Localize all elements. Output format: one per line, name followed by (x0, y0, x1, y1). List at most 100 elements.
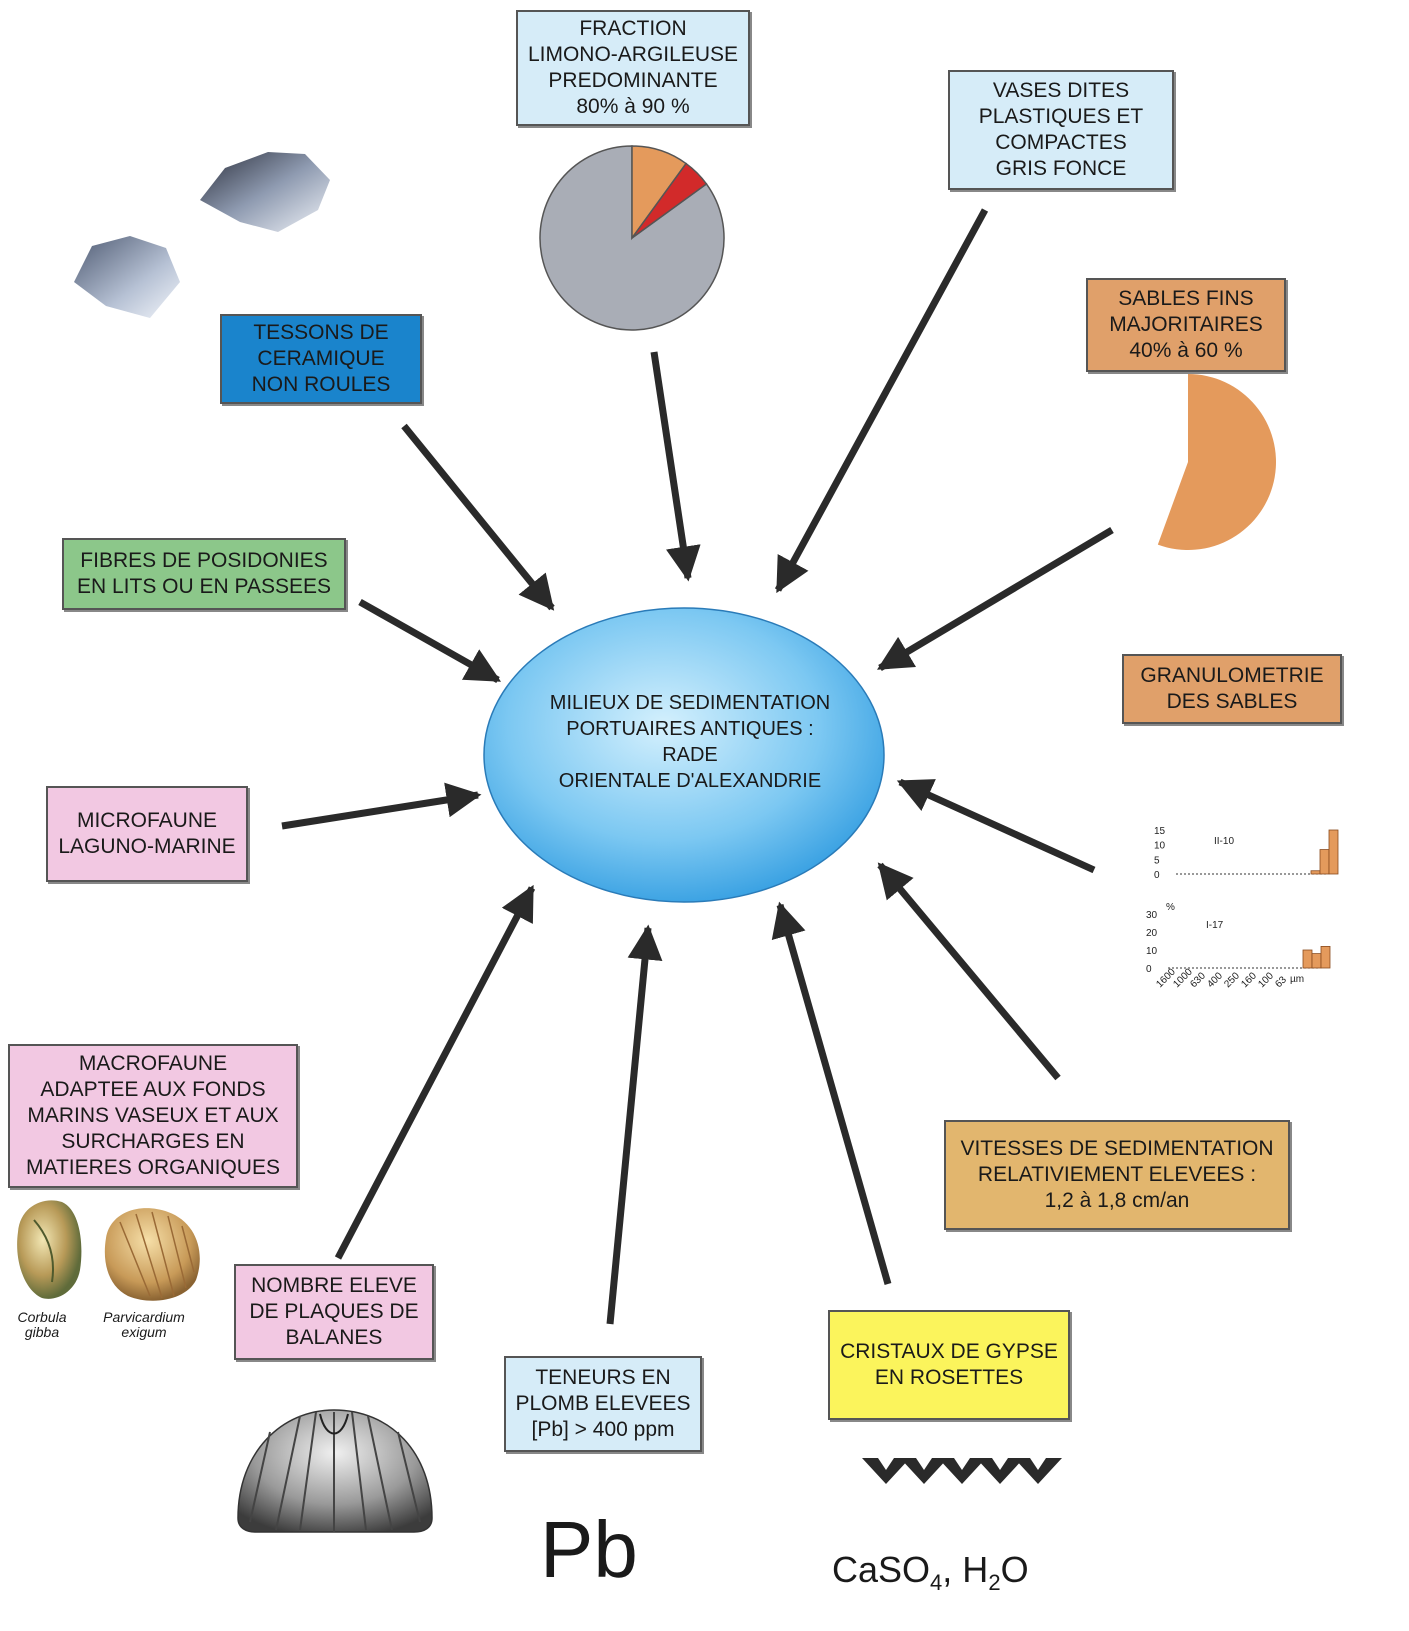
arrow-from-vases (774, 208, 989, 594)
fine-fraction-pie-chart (539, 145, 725, 331)
pie-slice (1157, 374, 1276, 550)
vases-box: VASES DITES PLASTIQUES ET COMPACTES GRIS… (948, 70, 1174, 190)
formula-subscript: 4 (930, 1570, 943, 1596)
series-label: II-10 (1214, 836, 1234, 847)
box-line: 80% à 90 % (576, 95, 690, 118)
arrow-from-gypse (771, 901, 892, 1285)
box-line: PLOMB ELEVEES (515, 1392, 691, 1415)
arrow-from-sables (876, 526, 1114, 672)
box-line: VITESSES DE SEDIMENTATION (960, 1137, 1274, 1160)
box-line: PREDOMINANTE (548, 69, 718, 92)
box-line: MARINS VASEUX ET AUX (27, 1104, 279, 1127)
sables-box: SABLES FINS MAJORITAIRES 40% à 60 % (1086, 278, 1286, 372)
box-line: LAGUNO-MARINE (58, 835, 236, 858)
histogram-bar (1319, 849, 1330, 875)
y-tick-label: 0 (1154, 870, 1160, 881)
box-line: COMPACTES (995, 131, 1127, 154)
formula-part: CaSO (832, 1549, 931, 1590)
box-line: ADAPTEE AUX FONDS (40, 1078, 266, 1101)
parvicardium-shell-illustration (104, 1208, 200, 1301)
box-line: TENEURS EN (535, 1366, 671, 1389)
box-line: MACROFAUNE (78, 1052, 228, 1075)
fine-sand-pie-chart (1157, 374, 1276, 550)
formula-part: , H (942, 1549, 989, 1590)
box-line: VASES DITES (992, 79, 1130, 102)
caption-line: Parvicardium (103, 1309, 185, 1325)
box-line: SURCHARGES EN (61, 1130, 245, 1153)
box-line: GRIS FONCE (995, 157, 1127, 180)
box-line: CRISTAUX DE GYPSE (840, 1340, 1058, 1363)
box-line: EN ROSETTES (874, 1366, 1024, 1389)
y-tick-label: 10 (1146, 946, 1158, 957)
y-tick-label: 10 (1154, 841, 1166, 852)
y-tick-label: 30 (1146, 910, 1158, 921)
y-tick-label: 15 (1154, 826, 1166, 837)
center-title-line: RADE (662, 744, 718, 766)
box-line: 40% à 60 % (1129, 339, 1243, 362)
box-line: FRACTION (579, 17, 687, 40)
y-tick-label: 0 (1146, 964, 1152, 975)
box-line: 1,2 à 1,8 cm/an (1044, 1189, 1190, 1212)
arrow-from-histogram (896, 778, 1096, 874)
box-line: NOMBRE ELEVE (251, 1274, 417, 1297)
ceramic-shard (200, 152, 330, 232)
caption-line: gibba (24, 1324, 60, 1340)
fraction-box: FRACTION LIMONO-ARGILEUSE PREDOMINANTE 8… (516, 10, 750, 126)
plomb-box: TENEURS EN PLOMB ELEVEES [Pb] > 400 ppm (504, 1356, 702, 1452)
box-line: RELATIVIEMENT ELEVEES : (977, 1163, 1257, 1186)
pie-slice (631, 162, 708, 239)
fibres-box: FIBRES DE POSIDONIES EN LITS OU EN PASSE… (62, 538, 346, 610)
formula-part: O (1000, 1549, 1029, 1590)
box-line: TESSONS DE (253, 321, 389, 344)
series-label: I-17 (1206, 920, 1224, 931)
caption-line: Corbula (17, 1309, 67, 1325)
box-line: DE PLAQUES DE (249, 1300, 419, 1323)
box-line: GRANULOMETRIE (1140, 664, 1324, 687)
gypse-box: CRISTAUX DE GYPSE EN ROSETTES (828, 1310, 1070, 1420)
gypsum-formula: CaSO4, H2O (832, 1548, 1029, 1605)
macrofaune-box: MACROFAUNE ADAPTEE AUX FONDS MARINS VASE… (8, 1044, 298, 1188)
box-line: BALANES (285, 1326, 383, 1349)
vitesses-box: VITESSES DE SEDIMENTATION RELATIVIEMENT … (944, 1120, 1290, 1230)
arrow-from-vitesses (877, 862, 1061, 1081)
x-tick-label: 400 (1205, 970, 1225, 990)
box-line: PLASTIQUES ET (978, 105, 1144, 128)
center-title-line: PORTUAIRES ANTIQUES : (566, 718, 814, 740)
ceramic-shard (74, 236, 180, 318)
box-line: MAJORITAIRES (1109, 313, 1263, 336)
histogram-bar (1320, 946, 1331, 969)
corbula-shell-illustration (17, 1200, 82, 1299)
ceramic-shards-illustration (74, 152, 330, 318)
box-line: NON ROULES (251, 373, 391, 396)
grain-size-histogram-ii-10: 15 10 5 0 II-10 (1154, 826, 1339, 881)
box-line: MATIERES ORGANIQUES (26, 1156, 280, 1179)
y-tick-label: 20 (1146, 928, 1158, 939)
histogram-bar (1302, 949, 1313, 969)
balanes-box: NOMBRE ELEVE DE PLAQUES DE BALANES (234, 1264, 434, 1360)
arrow-from-microfaune (281, 782, 482, 830)
tessons-box: TESSONS DE CERAMIQUE NON ROULES (220, 314, 422, 404)
granulometrie-box: GRANULOMETRIE DES SABLES (1122, 654, 1342, 724)
x-tick-label: 100 (1256, 970, 1276, 990)
x-tick-label: 63 (1273, 974, 1289, 990)
box-line: SABLES FINS (1118, 287, 1254, 310)
x-tick-label: 160 (1239, 970, 1259, 990)
histogram-bar (1311, 953, 1322, 969)
arrows (281, 208, 1114, 1325)
formula-subscript: 2 (988, 1570, 1001, 1596)
box-line: EN LITS OU EN PASSEES (76, 575, 332, 598)
box-line: LIMONO-ARGILEUSE (527, 43, 739, 66)
box-line: [Pb] > 400 ppm (531, 1418, 675, 1441)
arrow-from-plomb (606, 924, 663, 1325)
x-tick-label: 250 (1222, 970, 1242, 990)
y-tick-label: 5 (1154, 855, 1160, 866)
arrow-from-tessons (401, 423, 555, 611)
arrow-from-fraction (650, 351, 701, 582)
central-ellipse (483, 607, 885, 903)
y-unit-label: % (1166, 902, 1175, 913)
arrow-from-macrofaune (334, 884, 536, 1260)
corbula-caption: Corbula gibba (10, 1310, 74, 1340)
box-line: MICROFAUNE (76, 809, 217, 832)
